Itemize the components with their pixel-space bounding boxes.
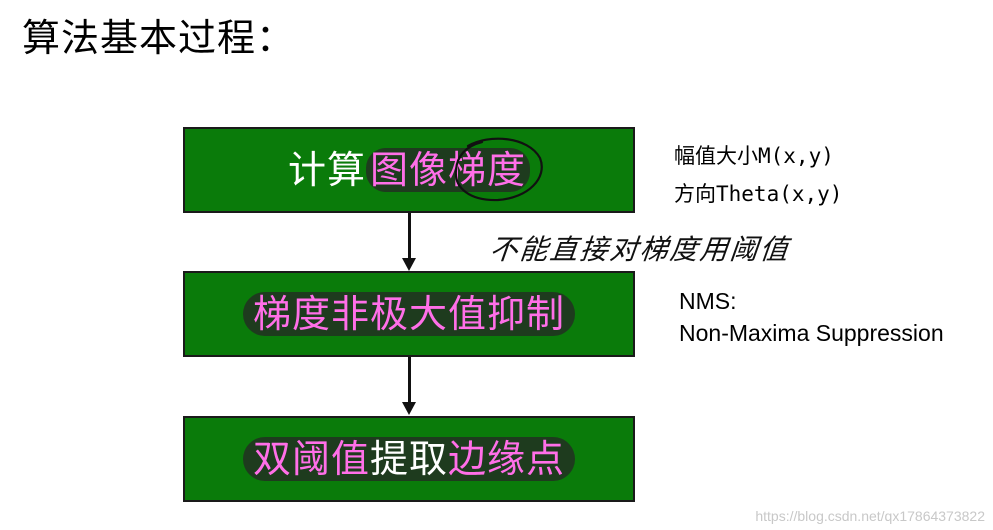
step-label-pink-b: 边缘点 [448,437,566,481]
flow-arrow-1 [402,213,416,271]
step-box-double-threshold: 双阈值提取边缘点 [183,416,635,502]
step-label-white: 计算 [287,148,366,192]
step-label: 计算图像梯度 [278,148,540,192]
step-label-pink-a: 双阈值 [252,437,370,481]
note-nms-full: Non-Maxima Suppression [679,320,944,346]
step-label: 双阈值提取边缘点 [242,437,576,481]
page-title: 算法基本过程： [22,16,296,60]
watermark-text: https://blog.csdn.net/qx17864373822 [755,508,985,524]
note-magnitude: 幅值大小M(x,y) [674,144,834,168]
note-nms-abbrev: NMS: [679,288,737,314]
step-label-pink: 图像梯度 [366,148,531,192]
step-label: 梯度非极大值抑制 [242,292,575,336]
step-box-nms: 梯度非极大值抑制 [183,271,635,357]
step-label-pink: 梯度非极大值抑制 [252,292,565,336]
step-box-compute-gradient: 计算图像梯度 [183,127,635,213]
note-direction: 方向Theta(x,y) [674,182,843,206]
step-label-white: 提取 [369,437,448,481]
handwritten-annotation: 不能直接对梯度用阈值 [488,233,792,266]
flow-arrow-2 [402,357,416,415]
